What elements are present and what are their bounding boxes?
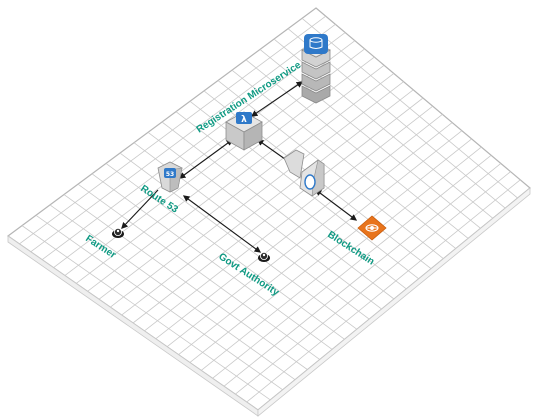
database-node[interactable] [301, 34, 331, 104]
registration-microservice-node[interactable]: λ [225, 111, 263, 151]
grid-line [35, 214, 283, 391]
grid-line [49, 204, 296, 381]
api-gateway-icon [304, 174, 316, 190]
grid-line [178, 130, 463, 355]
svg-text:λ: λ [241, 115, 247, 125]
api-gateway-node[interactable] [283, 149, 325, 197]
connection-gateway-blockchain [314, 189, 358, 221]
grid-line [21, 225, 271, 401]
svg-text:53: 53 [166, 171, 174, 178]
connection-registration-route53 [178, 139, 234, 179]
grid-line [223, 163, 502, 387]
route53-icon: 53 [164, 168, 176, 178]
user-pin-icon [112, 227, 124, 238]
connection-route53-govt [182, 195, 262, 253]
grid-line [189, 138, 472, 363]
user-pin-icon [258, 251, 270, 262]
connections [121, 81, 358, 253]
grid-line [155, 114, 443, 340]
isometric-grid [6, 7, 531, 417]
lambda-icon: λ [236, 112, 252, 125]
blockchain-node[interactable] [357, 215, 387, 241]
grid-line [200, 146, 482, 371]
grid-line [91, 173, 333, 350]
route53-node[interactable]: 53 [157, 161, 183, 193]
database-icon [304, 34, 328, 54]
grid-line [63, 194, 308, 370]
grid-line [235, 171, 511, 395]
grid-line [77, 183, 321, 360]
grid-line [166, 122, 453, 348]
blockchain-icon [365, 224, 379, 232]
grid-line [212, 154, 492, 379]
connection-route53-farmer [121, 189, 159, 229]
grid-line [246, 179, 521, 403]
farmer-node[interactable] [112, 227, 124, 238]
grid-line [144, 105, 433, 332]
govt-authority-node[interactable] [258, 251, 270, 262]
connection-registration-database [250, 81, 304, 117]
